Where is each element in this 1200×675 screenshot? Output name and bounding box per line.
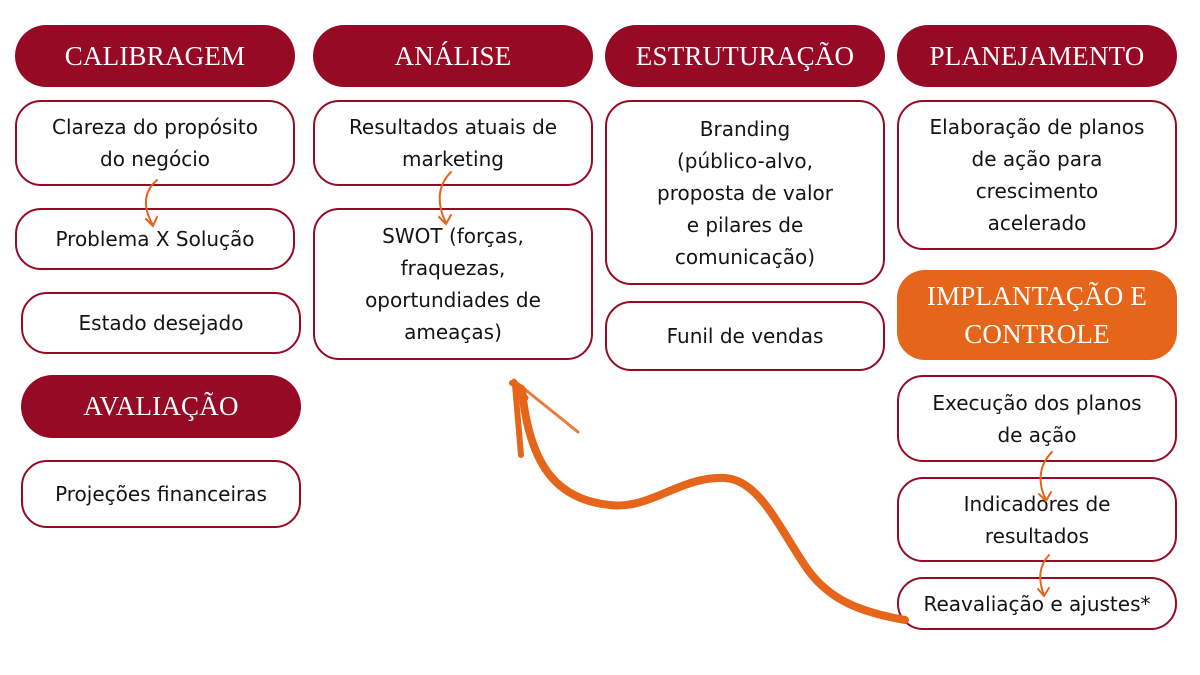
step-box-swot: SWOT (forças, fraquezas, oportundiades d…: [313, 208, 593, 360]
step-box-funil-vendas: Funil de vendas: [605, 301, 885, 371]
stage-header-estruturacao: ESTRUTURAÇÃO: [605, 25, 885, 87]
step-box-resultados-marketing: Resultados atuais de marketing: [313, 100, 593, 186]
stage-header-implantacao-controle: IMPLANTAÇÃO E CONTROLE: [897, 270, 1177, 360]
stage-header-analise: ANÁLISE: [313, 25, 593, 87]
step-box-elaboracao-planos: Elaboração de planos de ação para cresci…: [897, 100, 1177, 250]
step-box-branding: Branding (público-alvo, proposta de valo…: [605, 100, 885, 285]
stage-header-avaliacao: AVALIAÇÃO: [21, 375, 301, 438]
stage-header-planejamento: PLANEJAMENTO: [897, 25, 1177, 87]
step-box-reavaliacao-ajustes: Reavaliação e ajustes*: [897, 577, 1177, 630]
feedback-loop-arrow-icon: [509, 378, 909, 624]
step-box-estado-desejado: Estado desejado: [21, 292, 301, 354]
step-box-clareza-proposito: Clareza do propósito do negócio: [15, 100, 295, 186]
step-box-projecoes-financeiras: Projeções financeiras: [21, 460, 301, 528]
step-box-problema-solucao: Problema X Solução: [15, 208, 295, 270]
stage-header-calibragem: CALIBRAGEM: [15, 25, 295, 87]
step-box-execucao-planos: Execução dos planos de ação: [897, 375, 1177, 462]
step-box-indicadores-resultados: Indicadores de resultados: [897, 477, 1177, 562]
